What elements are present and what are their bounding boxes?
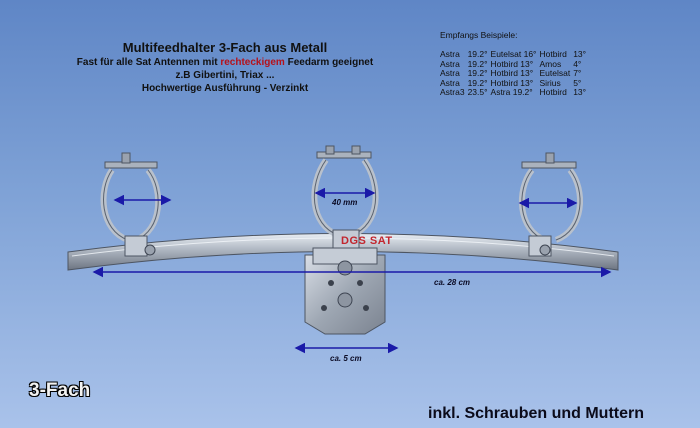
- left-clamp: [100, 152, 162, 257]
- right-clamp: [518, 152, 584, 257]
- example-cell: Hotbird 13°: [490, 68, 534, 78]
- example-cell: Eutelsat 16°: [490, 49, 537, 59]
- example-cell: Astra: [440, 68, 460, 78]
- example-cell: Astra3: [440, 87, 465, 97]
- example-cell: Eutelsat: [539, 68, 571, 78]
- example-cell: 4°: [573, 58, 582, 69]
- example-cell: 19.2°: [467, 77, 488, 88]
- examples-header: Empfangs Beispiele:: [440, 30, 518, 40]
- example-cell: 19.2°: [467, 58, 488, 69]
- watermark-logo: DGS SAT: [341, 235, 393, 247]
- example-cell: 23.5°: [467, 87, 488, 97]
- example-row: Astra 19.2°Hotbird 13° Amos 4°: [440, 58, 589, 70]
- example-cell: 19.2°: [467, 49, 488, 59]
- width-dimension-label: ca. 28 cm: [434, 278, 471, 287]
- included-note: inkl. Schrauben und Muttern: [428, 405, 645, 422]
- example-cell: 19.2°: [467, 68, 488, 78]
- clamp-dimension-label: 40 mm: [332, 198, 358, 207]
- bracket-dimension-label: ca. 5 cm: [330, 354, 362, 363]
- example-cell: Hotbird 13°: [490, 77, 534, 88]
- product-title: Multifeedhalter 3-Fach aus Metall: [122, 40, 328, 55]
- watermark-text: DGS SAT: [341, 235, 393, 247]
- example-cell: 13°: [573, 87, 587, 97]
- center-bracket: [304, 247, 386, 335]
- product-heading: Multifeedhalter 3-Fach aus Metall Fast f…: [60, 40, 390, 95]
- example-cell: Sirius: [539, 77, 561, 88]
- quality-line: Hochwertige Ausführung - Verzinkt: [141, 83, 309, 94]
- middle-clamp: [311, 145, 379, 249]
- example-cell: 13°: [573, 49, 587, 59]
- example-cell: Astra: [440, 49, 460, 59]
- example-cell: 7°: [573, 68, 582, 78]
- example-cell: Hotbird: [539, 87, 567, 97]
- example-cell: 5°: [573, 77, 582, 88]
- example-cell: Amos: [539, 58, 562, 69]
- example-cell: Astra 19.2°: [490, 87, 533, 97]
- example-brands: z.B Gibertini, Triax ...: [175, 70, 275, 81]
- example-row: Astra 19.2°Eutelsat 16°Hotbird 13°: [440, 49, 589, 60]
- type-label: 3-Fach: [29, 380, 91, 401]
- compatibility-line: Fast für alle Sat Antennen mit rechtecki…: [76, 57, 374, 68]
- example-cell: Hotbird 13°: [490, 58, 534, 69]
- example-cell: Hotbird: [539, 49, 567, 59]
- example-cell: Astra: [440, 77, 460, 88]
- example-cell: Astra: [440, 58, 460, 69]
- example-row: Astra 19.2°Hotbird 13° Sirius 5°: [440, 77, 589, 89]
- highlight-word: rechteckigem: [220, 57, 285, 68]
